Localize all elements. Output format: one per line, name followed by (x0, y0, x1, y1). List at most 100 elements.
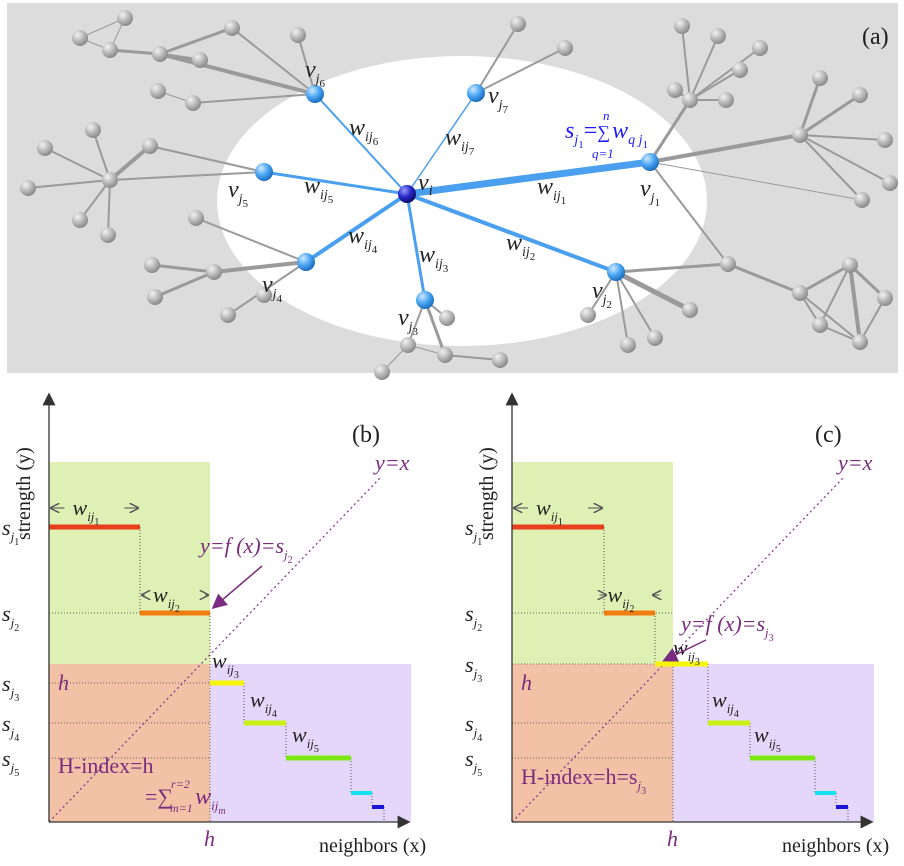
fx-label: y=f (x)=sj2 (198, 533, 293, 566)
gray-edge (444, 354, 501, 361)
gray-node (620, 337, 636, 353)
gray-node (720, 256, 736, 272)
edge-7 (406, 92, 477, 195)
gray-edge (615, 271, 629, 346)
neighbor-node-7 (467, 84, 485, 102)
gray-edge (848, 263, 862, 344)
gray-edge (107, 179, 111, 236)
gray-node (100, 227, 116, 243)
neighbor-label-2: vj2 (592, 278, 612, 311)
gray-node (682, 92, 698, 108)
neighbor-label-3: vj3 (398, 305, 419, 338)
gray-edge (689, 35, 719, 101)
s-tick-4: sj4 (465, 711, 482, 744)
neighbor-node-6 (306, 85, 324, 103)
fx-arrow (211, 565, 263, 609)
w-label-1: wij1 (73, 495, 100, 528)
panel-label: (b) (352, 422, 380, 448)
neighbor-label-6: vj6 (305, 57, 326, 90)
panel-c: (c)strength (y)neighbors (x)hhy=xsj1sj2s… (465, 392, 889, 857)
gray-edge (648, 133, 802, 164)
gray-edge (648, 98, 692, 164)
w-label-1: wij1 (536, 495, 563, 528)
gray-node (842, 257, 858, 273)
hindex-label: H-index=h=sj3 (521, 764, 646, 797)
panel-a-ellipse (217, 56, 707, 346)
fx-label: y=f (x)=sj3 (679, 611, 774, 644)
panel-label: (c) (815, 422, 842, 448)
sum-lower: m=1 (170, 801, 193, 815)
gray-edge (613, 269, 693, 313)
gray-node (150, 83, 166, 99)
gray-node (792, 285, 808, 301)
edge-5 (262, 170, 409, 196)
gray-node (682, 302, 698, 318)
neighbor-node-5 (255, 163, 273, 181)
gray-edge (848, 263, 887, 300)
gray-edge (681, 25, 691, 101)
w-label-4: wij4 (712, 687, 739, 720)
identity-label: y=x (836, 450, 873, 475)
gray-edge (423, 298, 447, 357)
gray-edge (109, 171, 265, 181)
gray-node (72, 30, 88, 46)
gray-edge (475, 23, 519, 94)
gray-node (147, 289, 163, 305)
gray-node (852, 334, 868, 350)
w-label-2: wij2 (608, 582, 635, 615)
y-axis-label: strength (y) (476, 447, 498, 540)
gray-node (142, 138, 158, 154)
gray-edge (92, 129, 111, 181)
gray-edge (615, 271, 656, 339)
gray-nodes (20, 10, 898, 380)
gray-edge (614, 262, 730, 274)
edge-1 (403, 158, 654, 198)
w-label-4: wij4 (250, 687, 277, 720)
edge-3 (405, 192, 427, 302)
x-axis-label: neighbors (x) (319, 835, 426, 857)
gray-node (224, 20, 240, 36)
gray-edge (79, 179, 111, 221)
gray-node (674, 18, 690, 34)
s-tick-5: sj5 (465, 746, 482, 779)
panel-a: (a) vi sj1=∑wq j1 n q=1 vj1vj2vj3vj4vj5v… (7, 3, 898, 380)
s-tick-4: sj4 (2, 711, 19, 744)
panel-a-label: (a) (862, 24, 889, 50)
w-label-5: wij5 (292, 722, 319, 755)
identity-label: y=x (373, 450, 410, 475)
y-axis-label: strength (y) (13, 447, 35, 540)
fx-arrow (662, 639, 707, 662)
s-tick-1: sj1 (2, 515, 19, 548)
gray-edge (799, 134, 886, 141)
edge-weight-label-4: wij4 (348, 223, 378, 256)
gray-node (732, 62, 748, 78)
panel-b: (b)strength (y)neighbors (x)hhy=xsj1sj2s… (2, 392, 426, 857)
gray-node (718, 92, 734, 108)
gray-node (710, 28, 726, 44)
gray-edge (79, 17, 126, 39)
gray-node (400, 337, 416, 353)
gray-edge (798, 263, 852, 295)
h-y-label: h (58, 670, 69, 695)
gray-node (192, 52, 208, 68)
gray-edge (195, 217, 307, 263)
hindex-label: H-index=h (58, 753, 154, 778)
formula-lower: q=1 (592, 146, 614, 161)
sum-upper: r=2 (171, 777, 190, 791)
h-x-label: h (667, 826, 678, 851)
gray-node (102, 172, 118, 188)
gray-edge (153, 270, 216, 299)
gray-node (256, 287, 272, 303)
gray-node (752, 40, 768, 56)
s-tick-3: sj3 (2, 671, 19, 704)
gray-edge (649, 161, 729, 265)
gray-node (792, 127, 808, 143)
gray-edge (799, 134, 863, 201)
gray-node (812, 70, 828, 86)
gray-node (812, 317, 828, 333)
gray-node (854, 192, 870, 208)
edge-weight-label-3: wij3 (419, 242, 449, 275)
gray-node (290, 27, 306, 43)
